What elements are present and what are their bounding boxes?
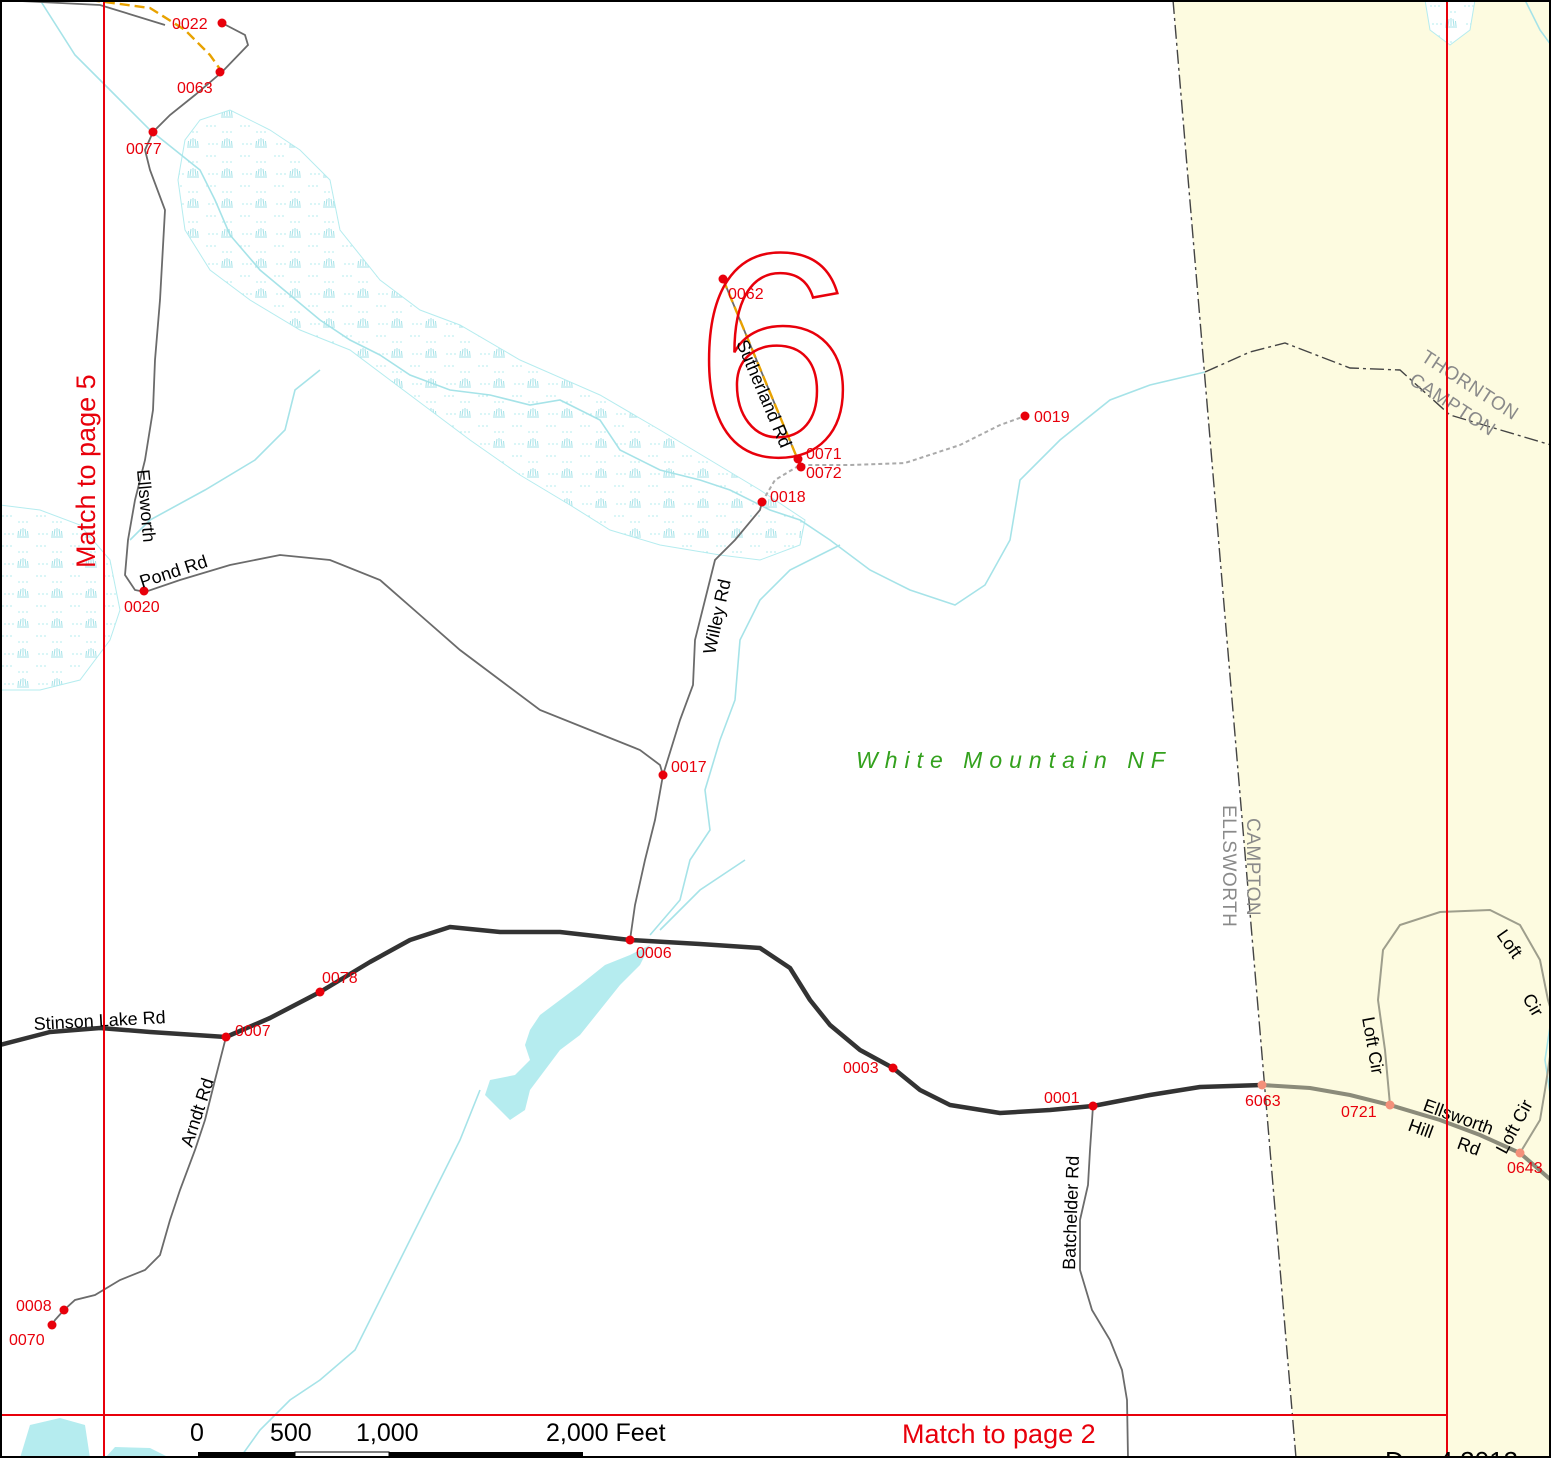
- town-boundary-line: [1172, 0, 1297, 1458]
- node-0018[interactable]: [757, 497, 767, 507]
- wetland-area: [177, 109, 806, 561]
- label-0018: 0018: [770, 489, 806, 506]
- label-0007: 0007: [235, 1023, 271, 1040]
- label-arndt-rd: Arndt Rd: [177, 1075, 218, 1149]
- label-0008: 0008: [16, 1298, 52, 1315]
- node-0062[interactable]: [718, 274, 728, 284]
- node-0078[interactable]: [315, 987, 325, 997]
- node-markers-pale: [1257, 1080, 1525, 1158]
- node-0006[interactable]: [625, 935, 635, 945]
- label-0062: 0062: [728, 286, 764, 303]
- match-frame: [0, 0, 1448, 1458]
- node-0070[interactable]: [47, 1320, 57, 1330]
- node-0001[interactable]: [1088, 1101, 1098, 1111]
- label-0017: 0017: [671, 759, 707, 776]
- wetland-left: [0, 504, 121, 691]
- label-0071: 0071: [806, 446, 842, 463]
- scale-tick-0: 0: [190, 1419, 204, 1447]
- page-number: 6: [694, 193, 855, 517]
- scale-tick-1000: 1,000: [356, 1419, 419, 1447]
- label-0020: 0020: [124, 599, 160, 616]
- pale-roads: [1376, 908, 1551, 1154]
- node-0019[interactable]: [1020, 411, 1030, 421]
- top-road-highlight: [89, 0, 223, 73]
- town-boundary-thornton: [1204, 342, 1551, 446]
- label-0006: 0006: [636, 945, 672, 962]
- pond-bottom-left: [20, 1418, 90, 1458]
- match-left-label: Match to page 5: [71, 374, 101, 568]
- node-0063[interactable]: [215, 67, 225, 77]
- pond-bottom-mid: [105, 1447, 170, 1458]
- dirt-road: [761, 415, 1026, 503]
- stinson-lake-road: [0, 924, 1263, 1116]
- node-0008[interactable]: [59, 1305, 69, 1315]
- node-0643[interactable]: [1515, 1148, 1525, 1158]
- node-0721[interactable]: [1385, 1100, 1395, 1110]
- node-6063[interactable]: [1257, 1080, 1267, 1090]
- match-bottom-label: Match to page 2: [902, 1419, 1096, 1449]
- label-willey-rd: Willey Rd: [699, 577, 734, 656]
- label-pond-rd: Pond Rd: [137, 551, 210, 592]
- node-0007[interactable]: [221, 1032, 231, 1042]
- node-0071[interactable]: [793, 454, 803, 464]
- label-0643: 0643: [1507, 1160, 1543, 1177]
- sutherland-road-highlight: [721, 278, 802, 466]
- scale-bar: 0 500 1,000 2,000 Feet: [190, 1419, 666, 1458]
- label-6063: 6063: [1245, 1093, 1281, 1110]
- label-0019: 0019: [1034, 409, 1070, 426]
- secondary-roads: [0, 0, 1129, 1458]
- town-region-campton: [1173, 0, 1551, 1458]
- ellsworth-hill-road: [1261, 1083, 1551, 1182]
- label-0721: 0721: [1341, 1104, 1377, 1121]
- label-0072: 0072: [806, 465, 842, 482]
- node-0077[interactable]: [148, 127, 158, 137]
- node-0017[interactable]: [658, 770, 668, 780]
- wetland-top-right: [1424, 0, 1476, 46]
- label-batchelder-rd: Batchelder Rd: [1059, 1155, 1083, 1270]
- label-0070: 0070: [9, 1332, 45, 1349]
- label-ellsworth-mid: ELLSWORTH: [1218, 805, 1239, 927]
- label-0077: 0077: [126, 141, 162, 158]
- node-0020[interactable]: [139, 586, 149, 596]
- node-0022[interactable]: [217, 18, 227, 28]
- node-markers: [47, 18, 1098, 1330]
- label-0003: 0003: [843, 1060, 879, 1077]
- label-campton-mid: CAMPTON: [1242, 818, 1263, 916]
- label-0063: 0063: [177, 80, 213, 97]
- label-0078: 0078: [322, 970, 358, 987]
- forest-label: White Mountain NF: [856, 747, 1172, 773]
- scale-tick-500: 500: [270, 1419, 312, 1447]
- scale-tick-2000: 2,000 Feet: [546, 1419, 666, 1447]
- node-0072[interactable]: [796, 462, 806, 472]
- label-0022: 0022: [172, 16, 208, 33]
- lake: [485, 945, 650, 1120]
- date-label: Dec 4 2012: [1385, 1446, 1518, 1458]
- label-0001: 0001: [1044, 1090, 1080, 1107]
- node-0003[interactable]: [888, 1063, 898, 1073]
- node-labels: 0022 0063 0077 0020 0062 0071 0072 0018 …: [9, 16, 1543, 1349]
